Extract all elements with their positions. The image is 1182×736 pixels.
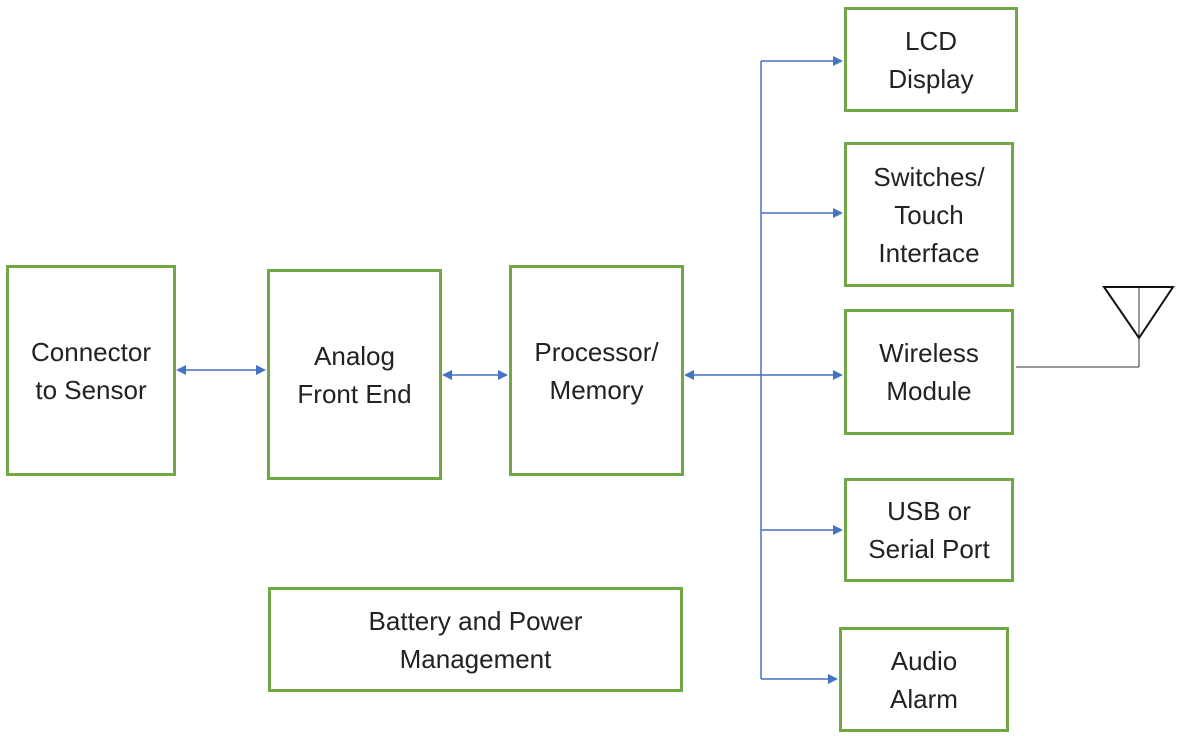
lcd-display-block: LCD Display <box>844 7 1018 112</box>
lcd-display-label: LCD Display <box>888 25 974 94</box>
switches-touch-interface-block: Switches/ Touch Interface <box>844 142 1014 287</box>
processor-memory-label: Processor/ Memory <box>534 336 659 405</box>
switches-touch-interface-label: Switches/ Touch Interface <box>873 161 985 268</box>
processor-memory-block: Processor/ Memory <box>509 265 684 476</box>
usb-serial-port-block: USB or Serial Port <box>844 478 1014 582</box>
battery-power-management-label: Battery and Power Management <box>368 605 583 674</box>
analog-front-end-block: Analog Front End <box>267 269 442 480</box>
audio-alarm-block: Audio Alarm <box>839 627 1009 732</box>
wireless-module-block: Wireless Module <box>844 309 1014 435</box>
usb-serial-port-label: USB or Serial Port <box>868 496 990 564</box>
analog-front-end-label: Analog Front End <box>297 340 412 409</box>
audio-alarm-label: Audio Alarm <box>890 645 958 714</box>
connector-to-sensor-block: Connector to Sensor <box>6 265 176 476</box>
wireless-module-label: Wireless Module <box>879 338 979 406</box>
battery-power-management-block: Battery and Power Management <box>268 587 683 692</box>
antenna-icon <box>1016 286 1175 368</box>
connector-to-sensor-label: Connector to Sensor <box>31 336 151 405</box>
